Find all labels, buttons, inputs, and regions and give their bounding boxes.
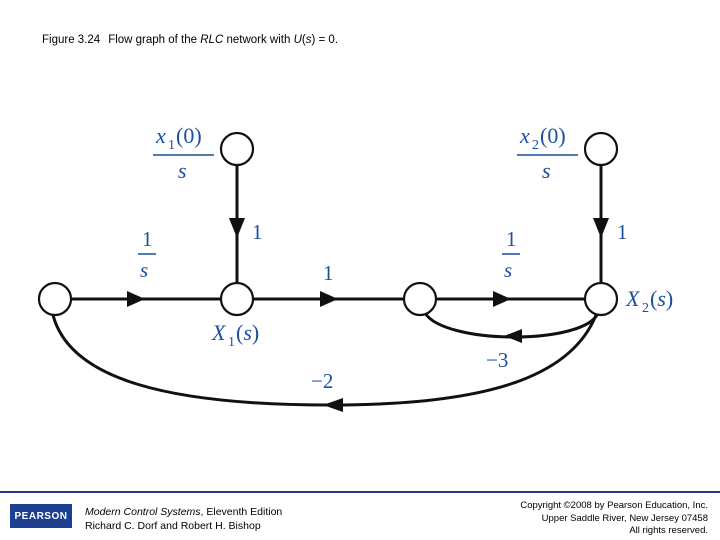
svg-text:1: 1 <box>142 227 153 251</box>
svg-text:(0): (0) <box>176 123 202 148</box>
footer-book-info: Modern Control Systems, Eleventh Edition… <box>85 505 282 533</box>
copyright-line-3: All rights reserved. <box>629 525 708 536</box>
svg-text:s: s <box>504 258 512 282</box>
caption-text-2: network with <box>223 34 294 46</box>
svg-text:(0): (0) <box>540 123 566 148</box>
svg-text:1: 1 <box>168 138 175 153</box>
svg-text:x: x <box>519 123 530 148</box>
label-minus2: −2 <box>311 369 333 393</box>
node-x2 <box>583 281 619 317</box>
caption-u: U <box>293 34 302 46</box>
caption-text-1: Flow graph of the <box>108 34 201 46</box>
caption-paren: ( <box>301 34 306 46</box>
node-x1 <box>219 281 255 317</box>
arrowhead-in-x1 <box>127 291 145 307</box>
label-in-to-x1: 1 s <box>138 227 156 282</box>
svg-text:(s): (s) <box>650 286 673 311</box>
caption-end: ) = 0. <box>311 34 339 46</box>
label-x1-to-n3: 1 <box>323 261 334 285</box>
arrowhead-ic1 <box>229 218 245 238</box>
node-ic2 <box>583 131 619 167</box>
svg-text:1: 1 <box>228 335 235 350</box>
arrowhead-ic2 <box>593 218 609 238</box>
label-ic1-gain: 1 <box>252 220 263 244</box>
caption-s: s <box>305 34 312 46</box>
label-n3-to-x2: 1 s <box>502 227 520 282</box>
book-title: Modern Control Systems <box>85 506 201 518</box>
arrowhead-x1-n3 <box>320 291 338 307</box>
svg-text:s: s <box>542 158 551 183</box>
label-ic2-gain: 1 <box>617 220 628 244</box>
pearson-logo: PEARSON <box>10 504 72 528</box>
svg-text:1: 1 <box>506 227 517 251</box>
svg-text:X: X <box>625 286 641 311</box>
book-authors: Richard C. Dorf and Robert H. Bishop <box>85 520 261 532</box>
svg-text:2: 2 <box>642 301 649 316</box>
figure-caption: Figure 3.24 Flow graph of the RLC network… <box>42 34 338 46</box>
book-edition: , Eleventh Edition <box>200 506 283 518</box>
node-ic1 <box>219 131 255 167</box>
arrowhead-n3-x2 <box>493 291 511 307</box>
label-minus3: −3 <box>486 348 508 372</box>
arrowhead-minus2 <box>323 398 343 412</box>
svg-text:s: s <box>140 258 148 282</box>
footer-divider <box>0 491 720 493</box>
svg-text:2: 2 <box>532 138 539 153</box>
svg-text:X: X <box>211 320 227 345</box>
caption-rlc: RLC <box>200 34 224 46</box>
label-ic1: x 1 (0) s <box>153 123 214 183</box>
label-ic2: x 2 (0) s <box>517 123 578 183</box>
figure-label: Figure 3.24 <box>42 34 101 46</box>
label-node-x1: X 1 (s) <box>211 320 259 350</box>
node-n3 <box>402 281 438 317</box>
arrowhead-minus3 <box>504 329 522 343</box>
copyright-line-2: Upper Saddle River, New Jersey 07458 <box>541 512 708 524</box>
svg-text:s: s <box>178 158 187 183</box>
svg-text:x: x <box>155 123 166 148</box>
signal-flow-graph: x 1 (0) s x 2 (0) s 1 s 1 s 1 1 1 −3 −2 … <box>37 123 673 412</box>
node-input <box>37 281 73 317</box>
footer-copyright: Copyright ©2008 by Pearson Education, In… <box>520 500 708 538</box>
label-node-x2: X 2 (s) <box>625 286 673 316</box>
copyright-line-1: Copyright ©2008 by Pearson Education, In… <box>520 500 708 511</box>
svg-text:(s): (s) <box>236 320 259 345</box>
